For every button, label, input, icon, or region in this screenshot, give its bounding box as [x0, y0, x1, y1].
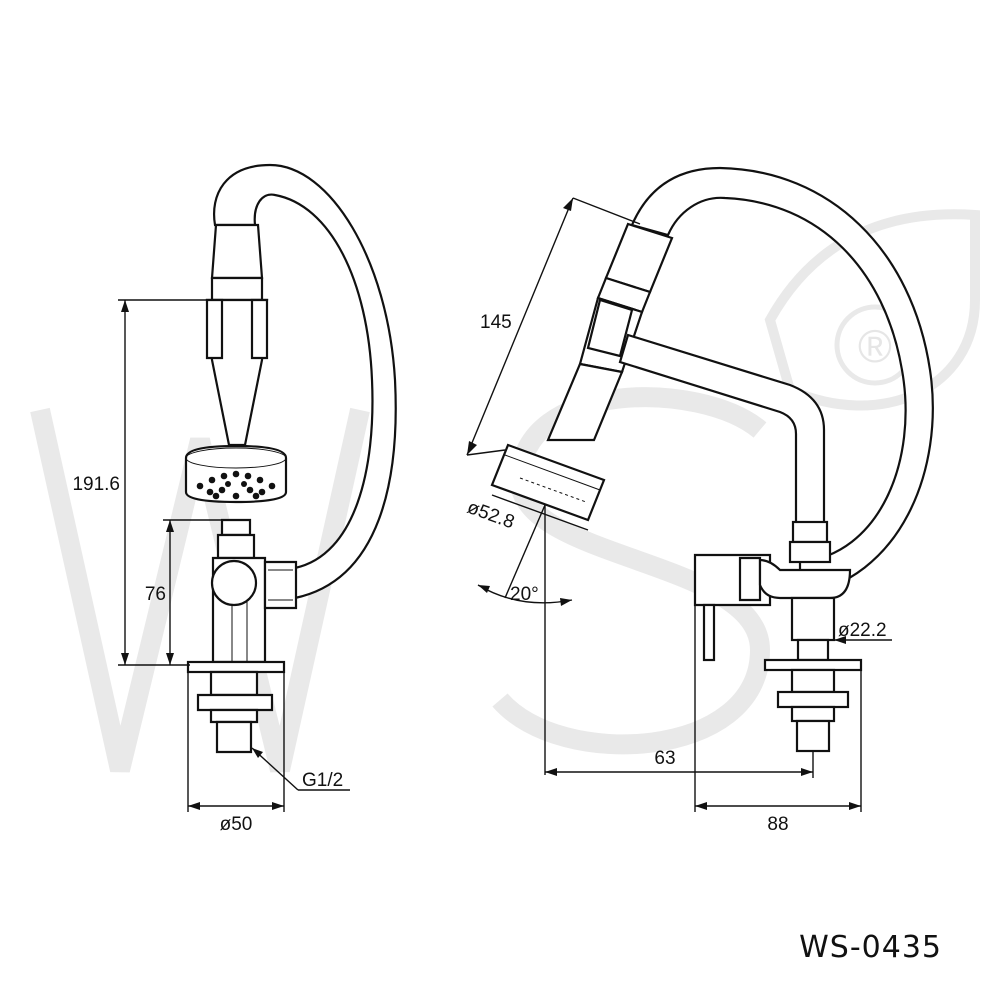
front-view: 191.6 76 ø50 G1/2: [72, 163, 397, 835]
shower-head: [490, 443, 606, 522]
dim-height-total: 191.6: [72, 474, 120, 495]
mount-nut: [776, 690, 850, 709]
thread-connector: [795, 719, 831, 753]
base-plate: [763, 658, 863, 672]
body-column: [790, 596, 836, 642]
dim-thread: G1/2: [302, 770, 343, 791]
valve-knob: [210, 559, 258, 607]
dim-reach-63: 63: [654, 748, 675, 769]
registered-mark: ®: [858, 320, 892, 372]
body-collar: [220, 518, 252, 537]
handle-top: [210, 223, 264, 280]
thread-connector: [215, 720, 253, 754]
hose-nut: [263, 560, 298, 610]
product-code: WS-0435: [799, 930, 942, 965]
spout-arm: [618, 333, 826, 527]
dim-body-diameter: ø22.2: [838, 620, 887, 641]
side-view: 145 ø52.8 20° ø22.2 63 88: [464, 166, 934, 835]
dim-reach-88: 88: [767, 814, 788, 835]
mount-nut: [196, 693, 274, 712]
dim-head-diameter: ø52.8: [464, 497, 517, 533]
lever: [702, 603, 716, 662]
dim-tilt-angle: 20°: [510, 584, 539, 605]
dim-base-diameter: ø50: [220, 814, 253, 835]
dim-height-body: 76: [145, 584, 166, 605]
dim-hose-length: 145: [480, 312, 512, 333]
spray-holes: [196, 470, 276, 500]
hose: [213, 163, 397, 600]
base-plate: [186, 660, 286, 674]
